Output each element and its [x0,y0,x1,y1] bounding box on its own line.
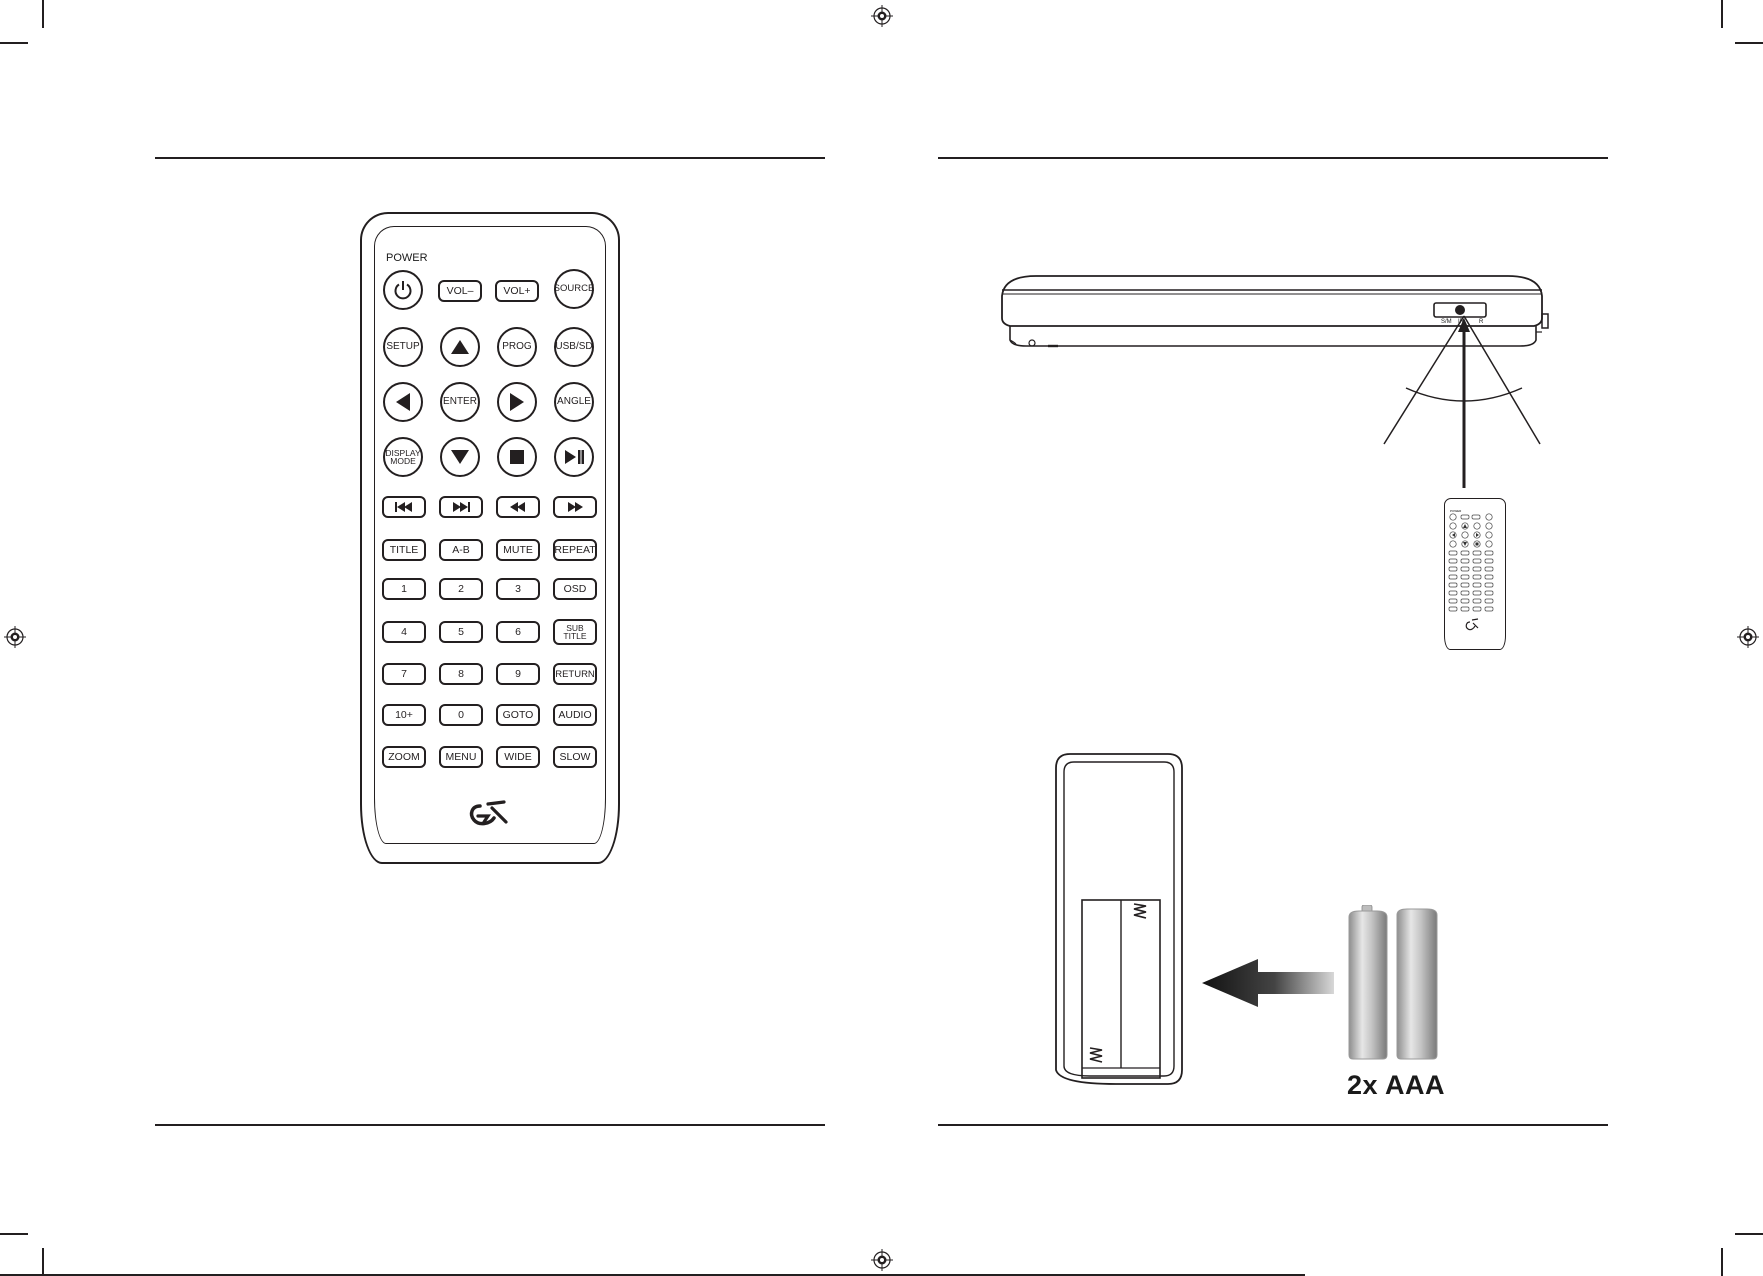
power-icon [392,279,414,301]
volume-up-button[interactable]: VOL+ [495,280,539,302]
battery-type-label: 2x AAA [1347,1070,1445,1101]
number-0-button[interactable]: 0 [439,704,483,726]
footer-rule-right [938,1124,1608,1126]
number-8-button[interactable]: 8 [439,663,483,685]
registration-mark-icon [4,626,26,648]
number-5-button[interactable]: 5 [439,621,483,643]
power-label: POWER [386,252,428,264]
display-mode-button[interactable]: DISPLAY MODE [383,437,423,477]
play-pause-button[interactable] [554,437,594,477]
osd-button[interactable]: OSD [553,578,597,600]
goto-button[interactable]: GOTO [496,704,540,726]
skip-forward-icon [452,502,470,512]
audio-button[interactable]: AUDIO [553,704,597,726]
wide-button[interactable]: WIDE [496,746,540,768]
registration-mark-icon [1737,626,1759,648]
skip-back-icon [395,502,413,512]
remote-back-battery-compartment [1050,750,1190,1090]
previous-button[interactable] [382,496,426,518]
power-button[interactable] [383,270,423,310]
crop-mark [0,42,28,44]
triangle-down-icon [450,449,470,465]
brand-logo-icon [466,798,510,828]
header-rule-right [938,157,1608,159]
aaa-batteries-illustration [1345,905,1441,1061]
left-button[interactable] [383,382,423,422]
fast-forward-button[interactable] [553,496,597,518]
number-2-button[interactable]: 2 [439,578,483,600]
number-10-plus-button[interactable]: 10+ [382,704,426,726]
enter-button[interactable]: ENTER [440,382,480,422]
menu-button[interactable]: MENU [439,746,483,768]
mini-remote-buttons: POWER [1448,506,1502,646]
insert-arrow-icon [1200,955,1340,1011]
triangle-right-icon [509,392,525,412]
crop-mark [0,1233,28,1235]
stop-icon [510,450,524,464]
rewind-button[interactable] [496,496,540,518]
number-6-button[interactable]: 6 [496,621,540,643]
return-button[interactable]: RETURN [553,663,597,685]
a-b-button[interactable]: A-B [439,539,483,561]
svg-text:POWER: POWER [1450,509,1462,513]
registration-mark-icon [871,1249,893,1271]
subtitle-button[interactable]: SUB TITLE [553,619,597,645]
number-4-button[interactable]: 4 [382,621,426,643]
zoom-button[interactable]: ZOOM [382,746,426,768]
down-button[interactable] [440,437,480,477]
setup-button[interactable]: SETUP [383,327,423,367]
crop-mark [1735,1233,1763,1235]
crop-mark [1735,42,1763,44]
fast-forward-icon [567,502,583,512]
usb-sd-button[interactable]: USB/SD [554,327,594,367]
volume-down-button[interactable]: VOL– [438,280,482,302]
up-button[interactable] [440,327,480,367]
crop-mark [42,1248,44,1276]
number-1-button[interactable]: 1 [382,578,426,600]
footer-rule-left [155,1124,825,1126]
stop-button[interactable] [497,437,537,477]
bottom-trim-line [0,1274,1305,1276]
triangle-up-icon [450,339,470,355]
crop-mark [42,0,44,28]
crop-mark [1721,0,1723,28]
mute-button[interactable]: MUTE [496,539,540,561]
crop-mark [1721,1248,1723,1276]
registration-mark-icon [871,5,893,27]
play-pause-icon [564,449,584,465]
number-3-button[interactable]: 3 [496,578,540,600]
repeat-button[interactable]: REPEAT [553,539,597,561]
title-button[interactable]: TITLE [382,539,426,561]
number-7-button[interactable]: 7 [382,663,426,685]
slow-button[interactable]: SLOW [553,746,597,768]
source-button[interactable]: SOURCE [554,269,594,309]
prog-button[interactable]: PROG [497,327,537,367]
rewind-icon [510,502,526,512]
next-button[interactable] [439,496,483,518]
number-9-button[interactable]: 9 [496,663,540,685]
right-button[interactable] [497,382,537,422]
angle-button[interactable]: ANGLE [554,382,594,422]
header-rule-left [155,157,825,159]
ir-reception-diagram [1380,310,1550,490]
triangle-left-icon [395,392,411,412]
